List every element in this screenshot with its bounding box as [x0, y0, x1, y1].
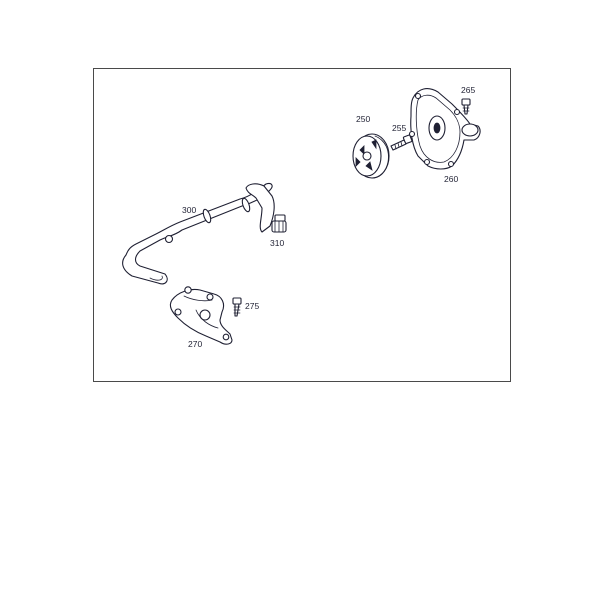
- callout-310[interactable]: 310: [270, 238, 284, 248]
- callout-250[interactable]: 250: [356, 114, 370, 124]
- part-265-screw[interactable]: [461, 98, 471, 115]
- part-250-pulley[interactable]: [352, 133, 390, 179]
- part-260-pump-housing[interactable]: [408, 88, 481, 170]
- part-300-hose[interactable]: [122, 182, 275, 285]
- part-310-fitting[interactable]: [271, 214, 287, 233]
- callout-260[interactable]: 260: [444, 174, 458, 184]
- callout-265[interactable]: 265: [461, 85, 475, 95]
- callout-275[interactable]: 275: [245, 301, 259, 311]
- part-270-housing[interactable]: [169, 286, 233, 345]
- callout-255[interactable]: 255: [392, 123, 406, 133]
- callout-270[interactable]: 270: [188, 339, 202, 349]
- part-255-bolt[interactable]: [390, 134, 413, 151]
- callout-300[interactable]: 300: [182, 205, 196, 215]
- part-275-bolt[interactable]: [232, 297, 242, 317]
